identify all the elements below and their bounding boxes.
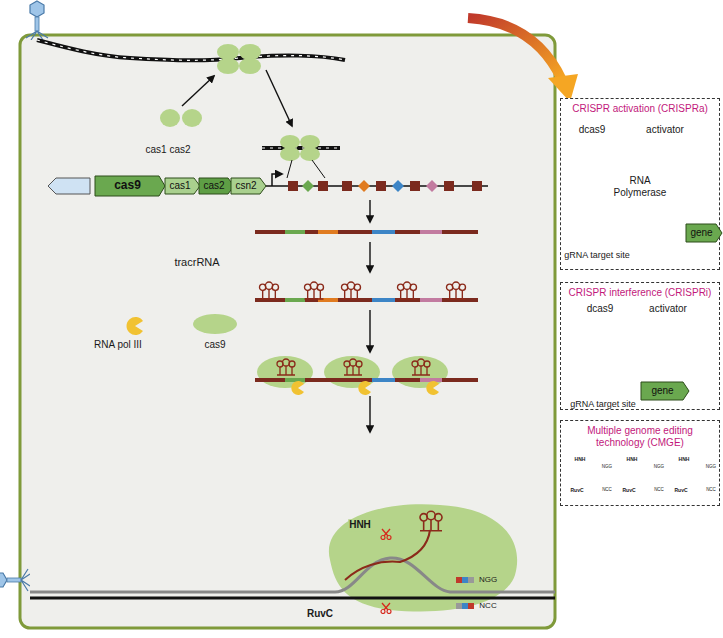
gene-box: cas2 — [199, 178, 234, 194]
part-label: RuvC — [307, 608, 333, 620]
part-label: NCC — [706, 487, 716, 492]
cas9-cleavage — [30, 504, 555, 613]
part-label: activator — [649, 303, 687, 315]
gene-box: cas1 — [165, 178, 200, 194]
phage-dna — [37, 40, 345, 148]
gene-name: gene — [690, 227, 717, 239]
panel-title: Multiple genome editing technology (CMGE… — [583, 425, 698, 448]
gene-name: cas1 — [169, 180, 195, 192]
part-label: RuvC — [570, 488, 583, 494]
cas9-protein — [193, 314, 237, 334]
gene-name: gene — [651, 385, 678, 397]
part-label: NCC — [602, 487, 612, 492]
panel-title: CRISPR activation (CRISPRa) — [572, 103, 708, 115]
part-label: NGG — [479, 575, 497, 584]
phage — [0, 569, 30, 591]
pre-crrna — [255, 232, 478, 233]
crrna-tracrrna — [255, 282, 478, 300]
part-label: HNH — [348, 519, 372, 531]
gene-box: gene — [641, 382, 689, 400]
phage — [26, 1, 48, 40]
cas1-cas2-complex — [160, 44, 320, 161]
part-label: RuvC — [622, 488, 635, 494]
part-label: NGG — [706, 464, 716, 469]
part-label: RNA pol III — [94, 339, 142, 351]
part-label: activator — [646, 124, 684, 136]
part-label: NGG — [654, 464, 664, 469]
part-label: dcas9 — [579, 124, 606, 136]
part-label: cas1 cas2 — [145, 144, 190, 156]
gene-name: cas9 — [114, 179, 146, 193]
part-label: HNH — [679, 457, 690, 463]
part-label: cas9 — [204, 339, 225, 351]
processed-crrna — [255, 356, 478, 395]
part-label: gRNA target site — [564, 250, 630, 260]
panel-title: CRISPR interference (CRISPRi) — [569, 287, 712, 299]
panel-box: Multiple genome editing technology (CMGE… — [560, 420, 720, 506]
rna-pol-iii-icon — [127, 317, 143, 335]
gene-box: cas9 — [95, 176, 165, 196]
gene-box: gene — [686, 224, 722, 242]
gene-name: csn2 — [235, 180, 261, 192]
part-label: HNH — [575, 457, 586, 463]
panel-box: CRISPR interference (CRISPRi) gene — [560, 282, 720, 410]
part-label: dcas9 — [587, 303, 614, 315]
part-label: NCC — [654, 487, 664, 492]
part-label: gRNA target site — [570, 399, 636, 409]
gene-box: csn2 — [231, 178, 266, 194]
part-label: NCC — [479, 601, 496, 610]
part-label: HNH — [627, 457, 638, 463]
pointer-arrow — [468, 18, 578, 102]
gene-name: cas2 — [203, 180, 229, 192]
part-label: tracrRNA — [174, 256, 219, 269]
cell-panel — [20, 35, 555, 628]
part-label: RNA Polymerase — [608, 175, 672, 198]
part-label: NGG — [602, 464, 612, 469]
part-label: RuvC — [674, 488, 687, 494]
